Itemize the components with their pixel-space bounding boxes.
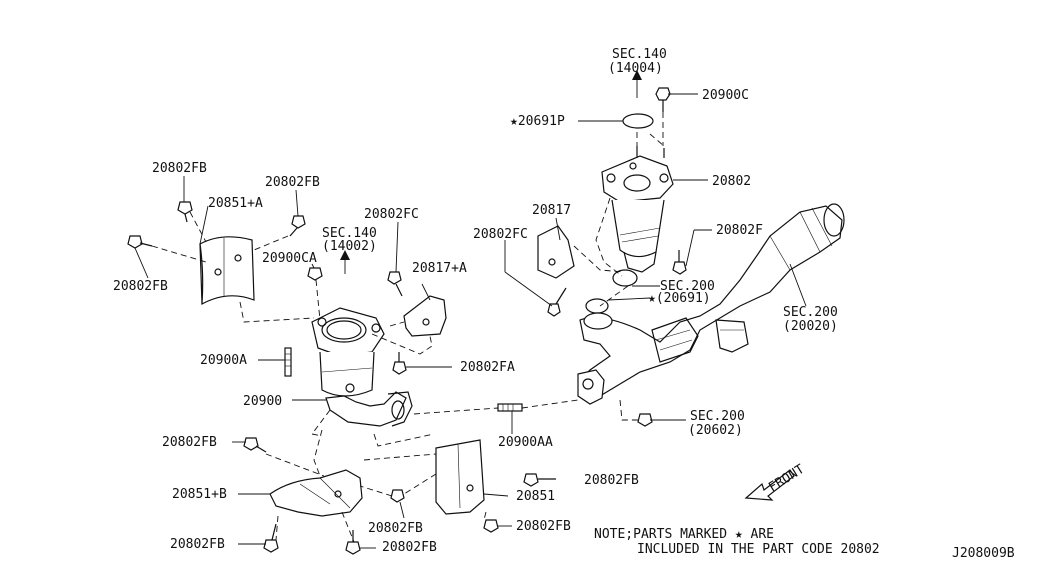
label-20802FC-right: 20802FC (473, 227, 528, 242)
up-arrow-sec140-top (632, 70, 642, 98)
bolt-20802FB-7-part (345, 530, 361, 555)
label-sec140-top-code: (14004) (608, 61, 663, 76)
heat-shield-20851B-part (269, 469, 363, 517)
label-20802FB-6: 20802FB (368, 521, 423, 536)
bolt-20802FB-5-part (263, 523, 279, 553)
label-sec200-c: SEC.200 (690, 409, 745, 424)
bracket-20817A-part (403, 295, 447, 337)
label-20802FB-7: 20802FB (382, 540, 437, 555)
label-20802FB-3: 20802FB (113, 279, 168, 294)
label-20817A: 20817+A (412, 261, 467, 276)
label-20851A: 20851+A (208, 196, 263, 211)
bolt-20802FB-4-part (243, 437, 267, 453)
bolt-20802FB-6-part (390, 489, 405, 503)
heat-shield-20851-part (435, 439, 485, 515)
label-20817: 20817 (532, 203, 571, 218)
label-20851: 20851 (516, 489, 555, 504)
bracket-20817-part (537, 225, 575, 279)
bolt-20802FC-left-part (387, 271, 403, 297)
bolt-20802FB-3-part (127, 235, 153, 249)
label-front: FRONT (766, 462, 807, 496)
label-20802: 20802 (712, 174, 751, 189)
stud-20900A-part (284, 347, 292, 377)
label-20802FA: 20802FA (460, 360, 515, 375)
bolt-20802FB-2-part (289, 215, 306, 237)
bolt-20802F-part (672, 250, 687, 275)
bolt-20900C-part (655, 87, 671, 112)
label-sec200-a-code: ★(20691) (648, 291, 711, 306)
stud-20900AA-part (497, 403, 523, 412)
bolt-20802FB-1-part (177, 201, 193, 223)
label-20900: 20900 (243, 394, 282, 409)
bolt-20802FB-8-part (483, 519, 499, 533)
bolt-20802FB-right-part (523, 473, 556, 487)
label-20900A: 20900A (200, 353, 247, 368)
label-20900AA: 20900AA (498, 435, 553, 450)
lower-catalytic-converter-part (311, 307, 413, 427)
label-20802FB-5: 20802FB (170, 537, 225, 552)
label-20802FB-1: 20802FB (152, 161, 207, 176)
label-20802FC-left: 20802FC (364, 207, 419, 222)
label-20802FB-4: 20802FB (162, 435, 217, 450)
diagram-code: J208009B (952, 546, 1015, 561)
label-20802FB-2: 20802FB (265, 175, 320, 190)
label-sec200-c-code: (20602) (688, 423, 743, 438)
label-sec140-top: SEC.140 (612, 47, 667, 62)
leader-lines (134, 93, 807, 549)
heat-shield-20851A-part (199, 236, 255, 305)
note-line-1: NOTE;PARTS MARKED ★ ARE (594, 527, 774, 542)
bolt-20802FC-right-part (547, 287, 567, 317)
label-sec200-b: SEC.200 (783, 305, 838, 320)
flange-gasket-part (585, 269, 638, 314)
label-20900C: 20900C (702, 88, 749, 103)
label-sec200-a: SEC.200 (660, 279, 715, 294)
front-exhaust-pipe-part (577, 203, 845, 405)
label-sec140-mid: SEC.140 (322, 226, 377, 241)
label-20900CA: 20900CA (262, 251, 317, 266)
label-20691P: ★20691P (510, 114, 565, 129)
up-arrow-sec140-mid (340, 250, 350, 274)
o-ring-gasket-part (622, 113, 654, 129)
front-direction-arrow (744, 469, 795, 501)
upper-catalytic-converter-part (601, 146, 674, 273)
label-20802FB-right: 20802FB (584, 473, 639, 488)
label-20802FB-8: 20802FB (516, 519, 571, 534)
bolt-20900CA-part (307, 267, 323, 281)
bolt-sec200-20602-part (637, 413, 653, 427)
label-20802F: 20802F (716, 223, 763, 238)
label-sec200-b-code: (20020) (783, 319, 838, 334)
note-line-2: INCLUDED IN THE PART CODE 20802 (637, 542, 880, 557)
label-20851B: 20851+B (172, 487, 227, 502)
bolt-20802FA-part (392, 352, 407, 375)
label-sec140-mid-code: (14002) (322, 239, 377, 254)
assembly-dashed-lines (151, 112, 665, 543)
